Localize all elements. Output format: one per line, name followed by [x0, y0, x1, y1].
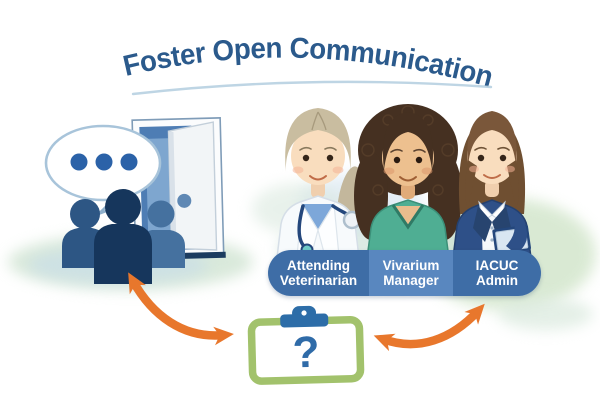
character-vivarium-manager — [354, 104, 462, 267]
ellipsis-dots-icon — [70, 153, 138, 171]
role-label-attending-veterinarian: Attending Veterinarian — [268, 250, 369, 296]
watercolor-wash — [498, 298, 593, 330]
curved-double-arrow-icon — [373, 303, 485, 352]
role-label-vivarium-manager: Vivarium Manager — [369, 250, 453, 296]
clipboard-question-icon: ? — [247, 305, 365, 385]
title-underline-arc — [131, 80, 493, 96]
question-mark: ? — [292, 328, 320, 378]
title-area: Foster Open Communication — [120, 33, 496, 96]
character-iacuc-admin — [451, 111, 533, 267]
people-silhouettes-icon — [62, 189, 185, 284]
curved-double-arrow-icon — [128, 272, 234, 346]
role-label-iacuc-admin: IACUC Admin — [453, 250, 541, 296]
role-label-bar: Attending Veterinarian Vivarium Manager … — [268, 250, 541, 296]
character-attending-veterinarian — [275, 108, 364, 268]
